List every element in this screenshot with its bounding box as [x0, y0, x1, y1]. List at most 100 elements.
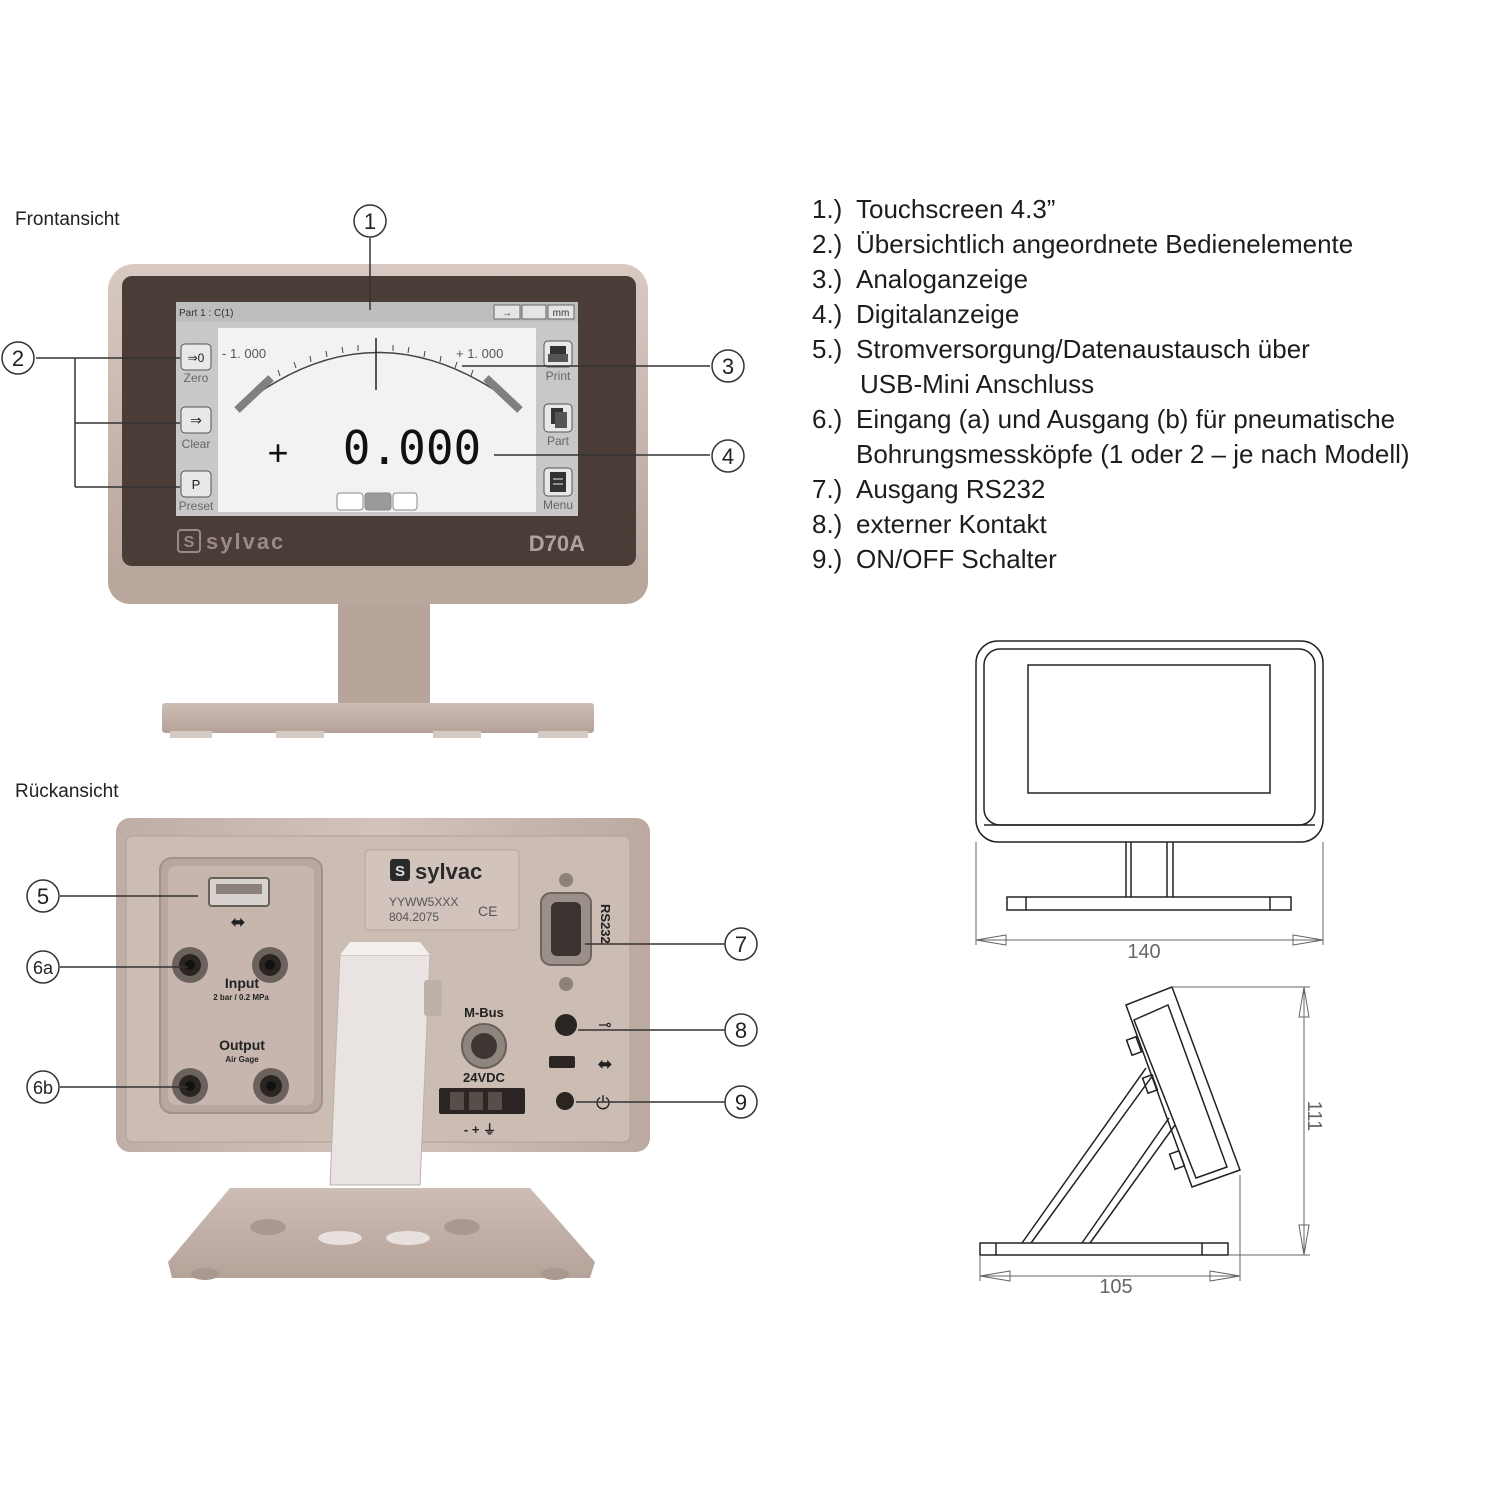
front-foot — [276, 731, 324, 738]
callout-3: 3 — [711, 349, 745, 383]
rear-stand-top — [340, 942, 430, 955]
feature-item: 7.)Ausgang RS232 — [812, 474, 1046, 504]
preset-icon: P — [192, 477, 201, 492]
analog-scale-arc — [241, 351, 517, 406]
power-label: 24VDC — [463, 1070, 506, 1085]
front-housing-lower — [108, 560, 648, 604]
front-foot — [433, 731, 481, 738]
print-button[interactable]: Print — [543, 340, 573, 383]
stand-hinge — [424, 980, 442, 1016]
svg-text:5: 5 — [37, 884, 49, 909]
svg-text:Clear: Clear — [182, 437, 211, 451]
preset-button[interactable]: P Preset — [179, 470, 214, 513]
clear-button[interactable]: ⇒ Clear — [180, 406, 212, 451]
display-panel — [218, 328, 536, 512]
power-switch[interactable] — [556, 1092, 574, 1110]
svg-text:Zero: Zero — [184, 371, 209, 385]
rs232-screw — [559, 977, 573, 991]
svg-text:Print: Print — [546, 369, 571, 383]
rear-brand: sylvac — [415, 859, 482, 884]
front-base — [162, 703, 594, 733]
svg-text:7: 7 — [735, 932, 747, 957]
pneumatic-input-a — [172, 947, 208, 983]
dimension-width — [975, 842, 1324, 946]
height-dimension: 111 — [1303, 1101, 1325, 1131]
pneumatic-output-a — [172, 1068, 208, 1104]
feature-item-continuation: Bohrungsmessköpfe (1 oder 2 – je nach Mo… — [856, 439, 1410, 469]
dimension-depth — [979, 1175, 1241, 1282]
feature-item-continuation: USB-Mini Anschluss — [860, 369, 1095, 399]
callout-6b: 6b — [26, 1070, 60, 1104]
callout-7: 7 — [724, 927, 758, 961]
model-name: D70A — [529, 531, 585, 556]
zero-button[interactable]: ⇒0 Zero — [180, 343, 212, 385]
callout-6a: 6a — [26, 950, 60, 984]
callout-5: 5 — [26, 879, 60, 913]
mbus-label: M-Bus — [464, 1005, 504, 1020]
rear-base — [168, 1188, 595, 1278]
screen-header-text: Part 1 : C(1) — [179, 308, 233, 319]
external-contact-jack — [555, 1014, 577, 1036]
svg-text:S: S — [184, 534, 195, 551]
status-indicator — [521, 304, 547, 320]
tech-drawing-front — [975, 640, 1324, 911]
digital-sign: + — [267, 432, 288, 473]
svg-text:6b: 6b — [33, 1078, 53, 1098]
pneumatic-output-b — [253, 1068, 289, 1104]
analog-limit-left — [234, 375, 274, 413]
svg-text:8: 8 — [735, 1018, 747, 1043]
dimension-height — [1172, 986, 1310, 1256]
svg-text:Part: Part — [547, 434, 570, 448]
menu-button[interactable]: Menu — [543, 467, 573, 512]
front-stand-post — [338, 600, 430, 705]
rear-stand-arm — [329, 954, 431, 1186]
front-view-caption: Frontansicht — [15, 209, 120, 230]
base-slot — [318, 1231, 362, 1245]
rs232-screw — [559, 873, 573, 887]
svg-text:Preset: Preset — [179, 499, 214, 513]
analog-limit-right — [483, 375, 523, 413]
terminal-labels: - + ⏚ — [464, 1122, 496, 1137]
callout-9: 9 — [724, 1085, 758, 1119]
base-screw — [250, 1219, 286, 1235]
digital-value: 0.000 — [343, 421, 481, 475]
page-dot — [336, 492, 364, 511]
feature-item: 5.)Stromversorgung/Datenaustausch über — [812, 334, 1310, 364]
svg-text:6a: 6a — [33, 958, 54, 978]
rear-leader-lines — [60, 895, 726, 1103]
front-device: S sylvac D70A Part 1 : C(1) → mm - 1. 00… — [108, 264, 648, 738]
svg-text:1: 1 — [364, 209, 376, 234]
zero-icon: ⇒0 — [188, 351, 205, 365]
tech-drawing-side — [979, 986, 1241, 1256]
feature-item: 9.)ON/OFF Schalter — [812, 544, 1057, 574]
input-spec: 2 bar / 0.2 MPa — [213, 993, 269, 1002]
input-label: Input — [225, 975, 260, 991]
rear-view-caption: Rückansicht — [15, 781, 119, 802]
svg-text:→: → — [502, 308, 512, 319]
base-foot — [541, 1268, 569, 1280]
scale-min-label: - 1. 000 — [222, 346, 266, 361]
usb-icon: ⬌ — [597, 1054, 612, 1074]
output-spec: Air Gage — [225, 1055, 259, 1064]
feature-list: 1.)Touchscreen 4.3” 2.)Übersichtlich ang… — [812, 192, 1492, 577]
ce-mark: CE — [478, 903, 497, 919]
callout-4: 4 — [711, 439, 745, 473]
feature-item: 3.)Analoganzeige — [812, 264, 1029, 294]
sylvac-logo-icon — [390, 859, 410, 881]
scale-max-label: + 1. 000 — [456, 346, 503, 361]
base-foot — [191, 1268, 219, 1280]
usb-mini-port — [549, 1056, 575, 1068]
feature-item: 2.)Übersichtlich angeordnete Bedieneleme… — [812, 229, 1354, 259]
part-number: 804.2075 — [389, 910, 439, 924]
serial-number: YYWW5XXX — [389, 895, 458, 909]
switch-icon: ⊸ — [598, 1017, 611, 1034]
feature-item: 1.)Touchscreen 4.3” — [812, 194, 1056, 224]
arrow-right-icon: ⇒ — [190, 412, 202, 428]
callout-2: 2 — [1, 341, 35, 375]
arrow-indicator-icon — [493, 304, 521, 320]
svg-text:9: 9 — [735, 1090, 747, 1115]
part-button[interactable]: Part — [543, 403, 573, 448]
front-brand: sylvac — [206, 529, 285, 554]
printer-icon — [550, 346, 566, 354]
